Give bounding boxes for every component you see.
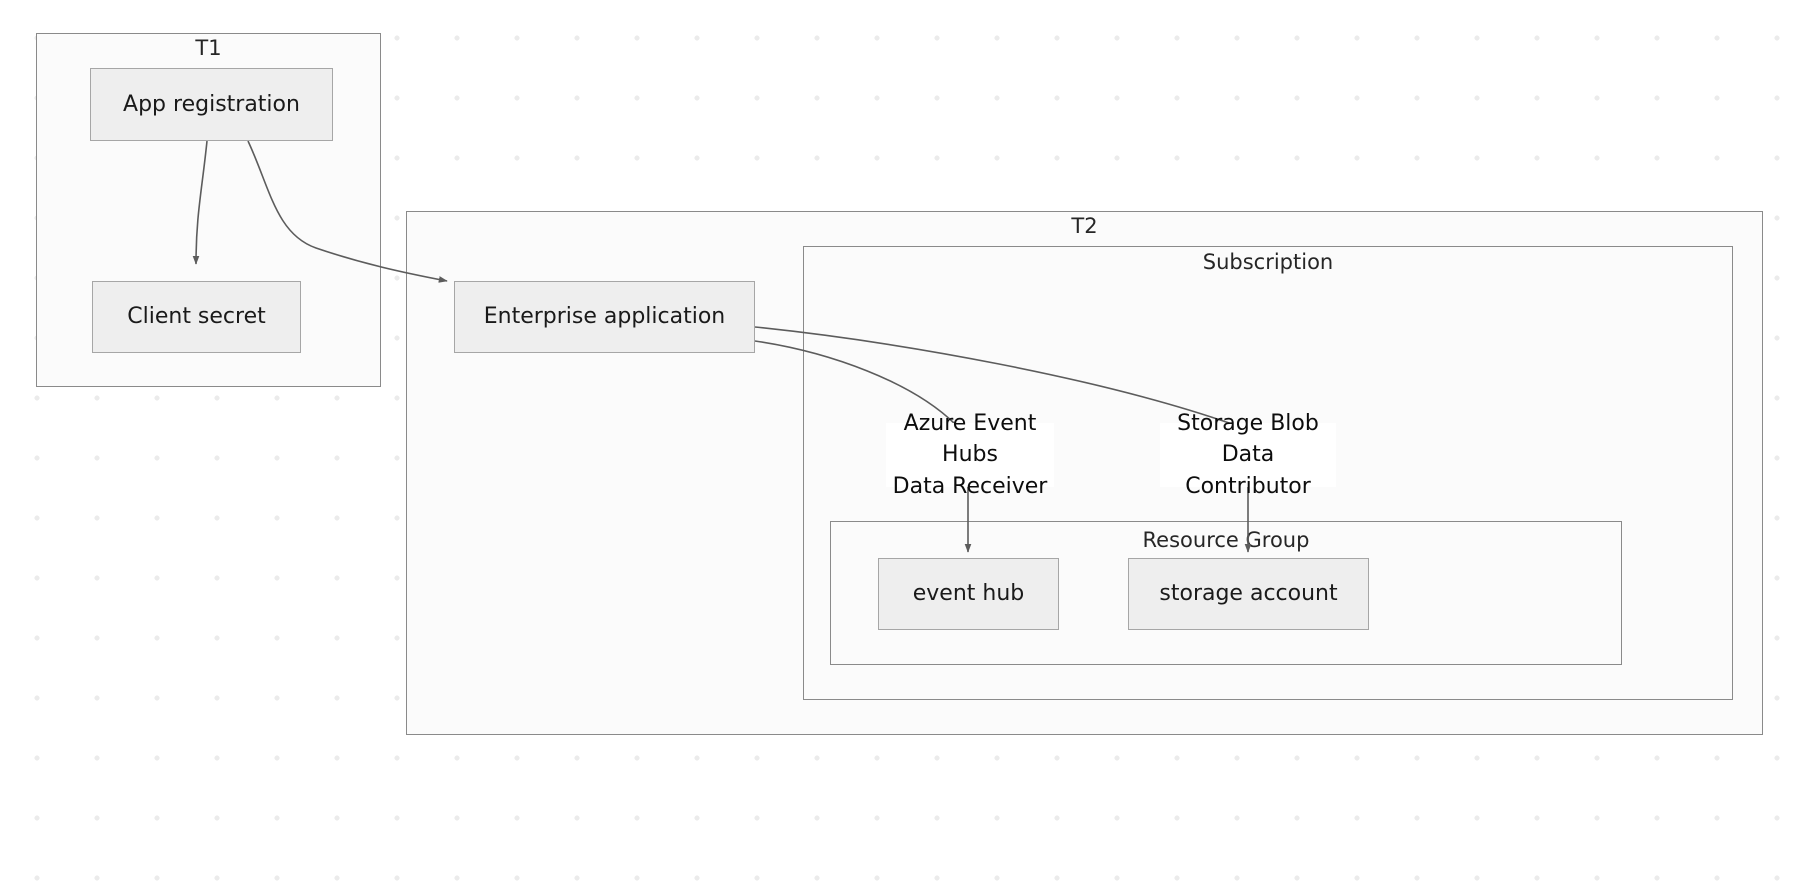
node-storage-account[interactable]: storage account — [1128, 558, 1369, 630]
node-enterprise-application[interactable]: Enterprise application — [454, 281, 755, 353]
container-t2-label: T2 — [1071, 214, 1098, 238]
edge-label-storage-blob-data-contributor: Storage Blob Data Contributor — [1160, 411, 1336, 499]
node-event-hub[interactable]: event hub — [878, 558, 1059, 630]
container-t1-label: T1 — [195, 36, 222, 60]
edge-label-azure-event-hubs-data-receiver: Azure Event Hubs Data Receiver — [886, 411, 1054, 499]
container-subscription-label: Subscription — [1202, 250, 1334, 274]
node-app-registration[interactable]: App registration — [90, 68, 333, 141]
node-client-secret[interactable]: Client secret — [92, 281, 301, 353]
container-resource-group-label: Resource Group — [1142, 528, 1310, 552]
